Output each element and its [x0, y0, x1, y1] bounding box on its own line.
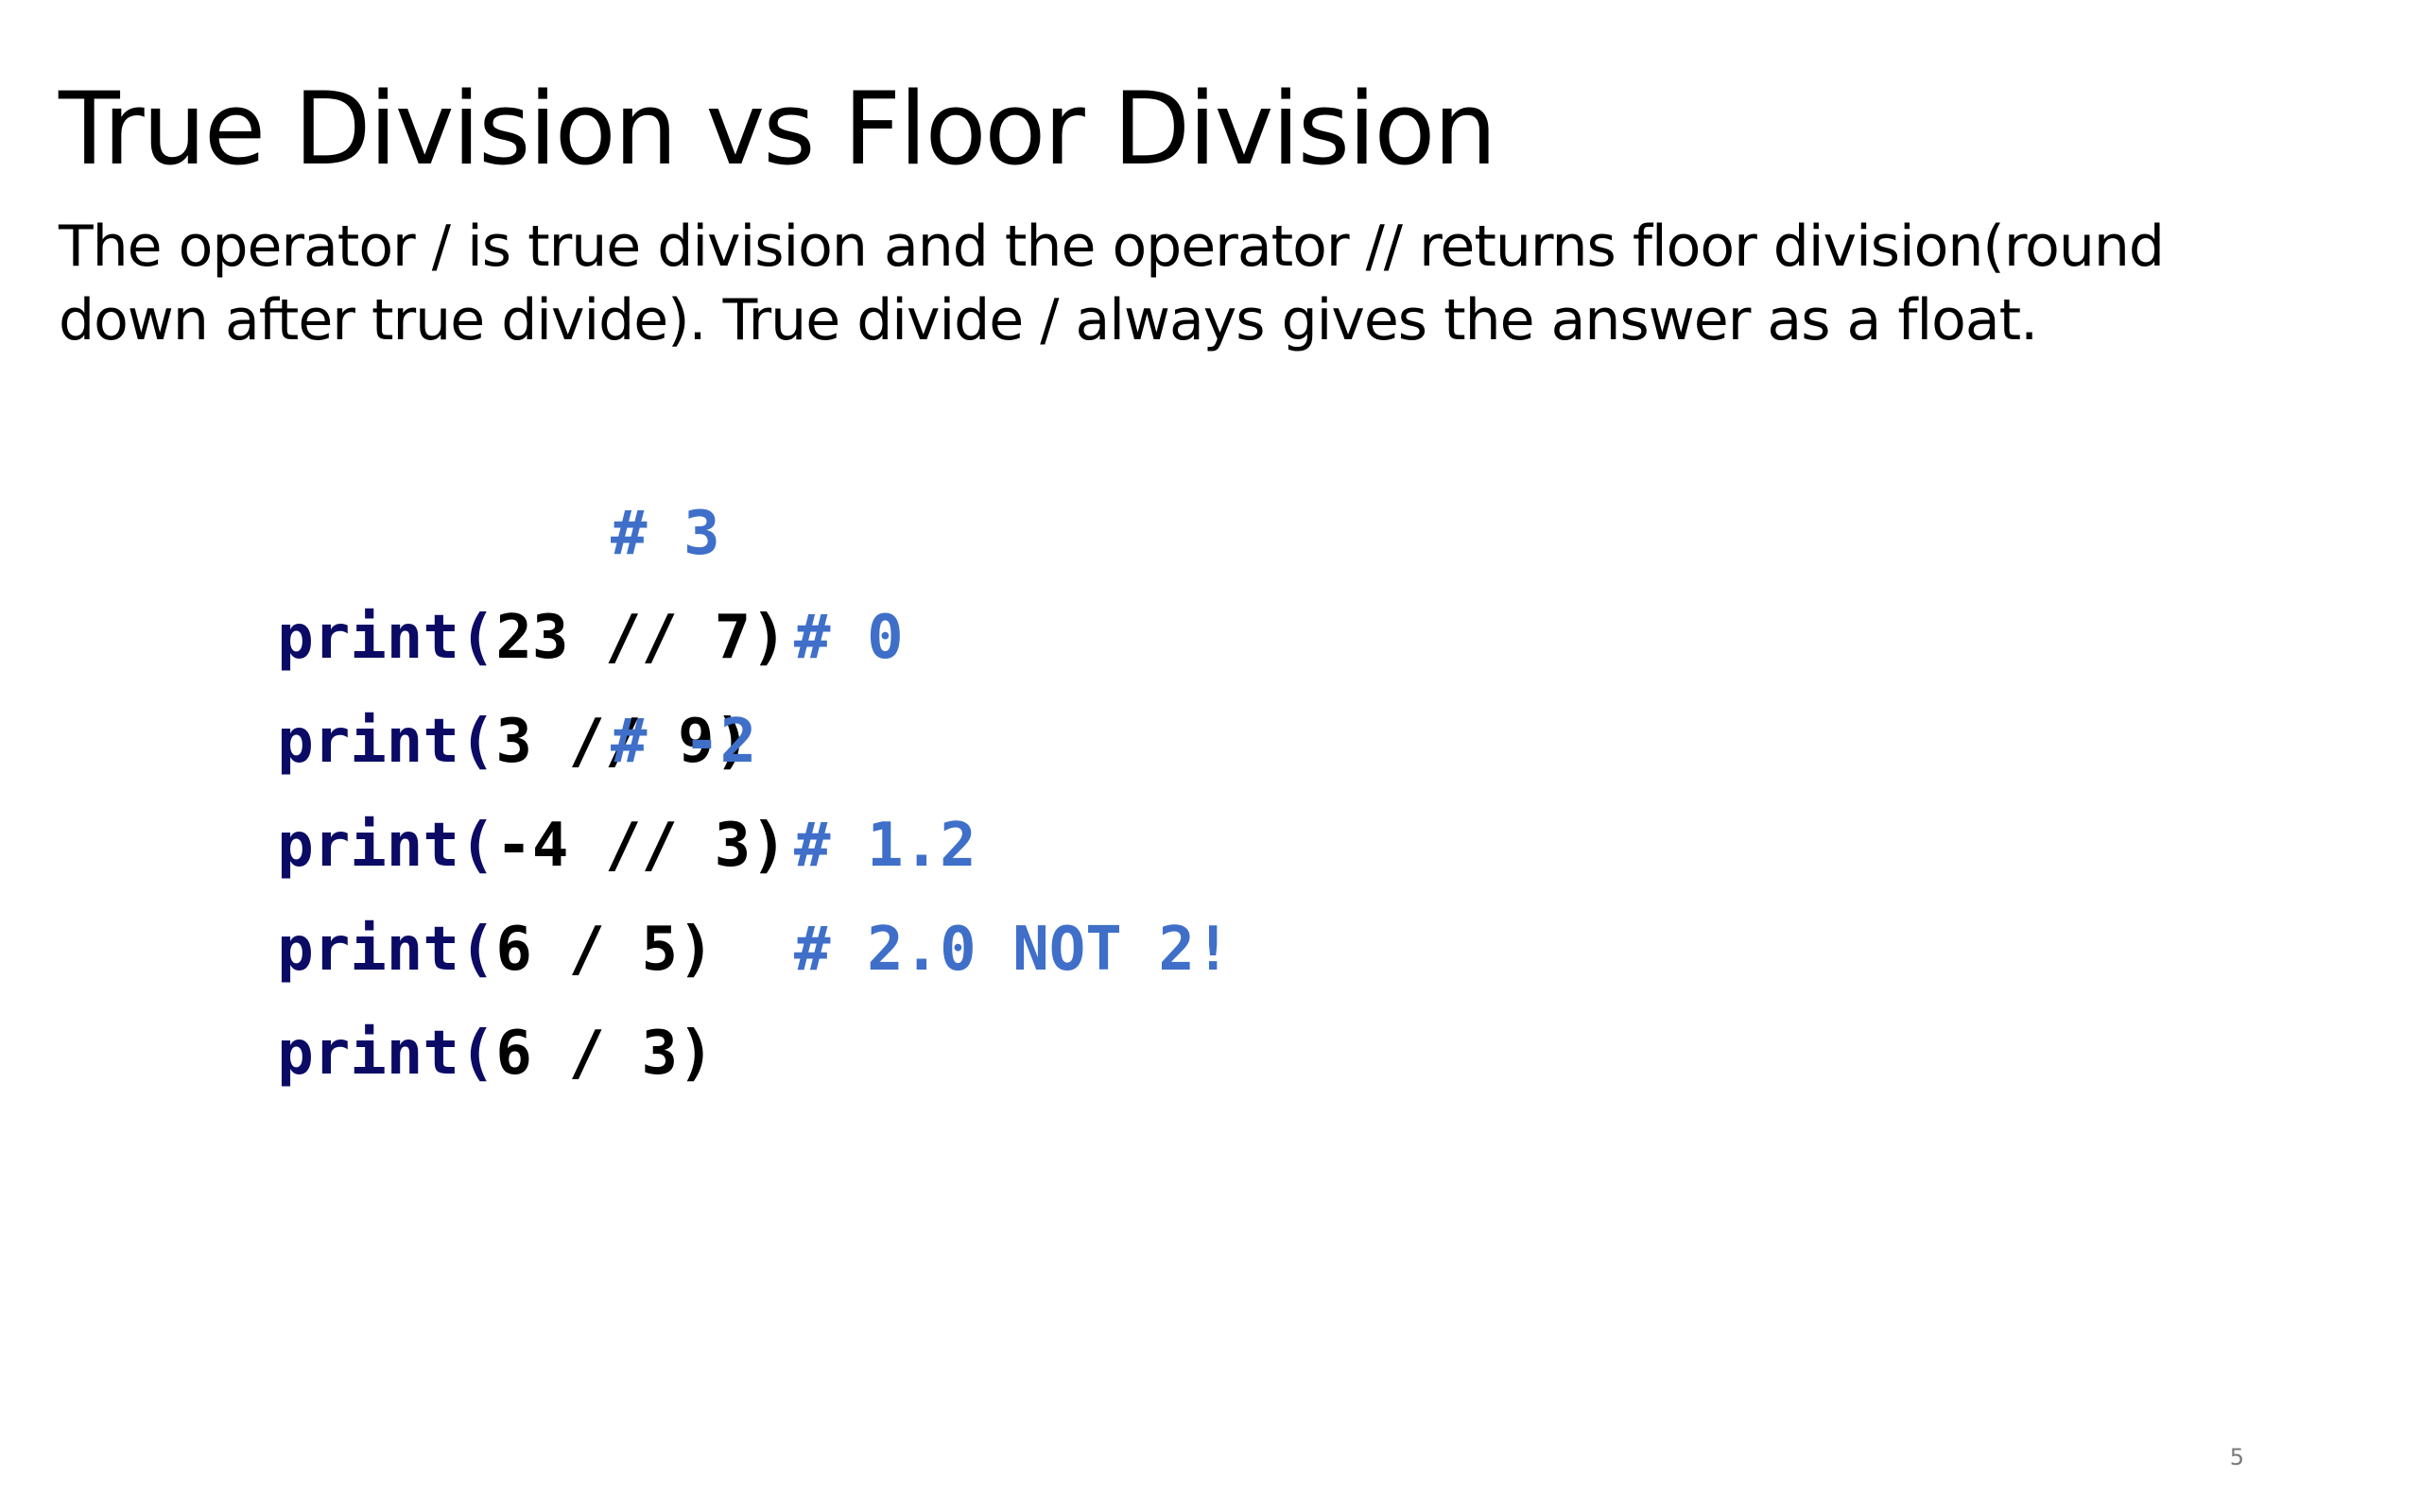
code-arguments: 23 // 7)	[495, 603, 787, 673]
code-comment: # -2	[611, 707, 757, 777]
code-block: print(23 // 7) # 3 print(3 // 9) # 0 pri…	[59, 482, 1231, 1089]
code-line: print(6 / 3) # 2.0 NOT 2!	[59, 898, 1231, 1089]
code-line: print(-4 // 3) # -2	[59, 690, 786, 881]
slide-title: True Division vs Floor Division	[59, 71, 1497, 187]
code-comment: # 3	[611, 499, 720, 569]
code-arguments: -4 // 3)	[495, 811, 787, 881]
code-line: print(3 // 9) # 0	[59, 586, 903, 777]
slide-body-text: The operator / is true division and the …	[59, 214, 2165, 353]
code-comment: # 2.0 NOT 2!	[794, 915, 1232, 985]
code-function: print(	[277, 603, 496, 673]
code-comment: # 0	[794, 603, 904, 673]
code-arguments: 6 / 3)	[495, 1019, 715, 1089]
code-function: print(	[277, 915, 496, 985]
code-line: print(23 // 7) # 3	[59, 482, 786, 673]
code-function: print(	[277, 707, 496, 777]
page-number: 5	[2229, 1444, 2244, 1470]
code-arguments: 6 / 5)	[495, 915, 715, 985]
code-comment: # 1.2	[794, 811, 977, 881]
code-arguments: 3 // 9)	[495, 707, 752, 777]
code-function: print(	[277, 811, 496, 881]
code-function: print(	[277, 1019, 496, 1089]
code-line: print(6 / 5) # 1.2	[59, 794, 976, 985]
